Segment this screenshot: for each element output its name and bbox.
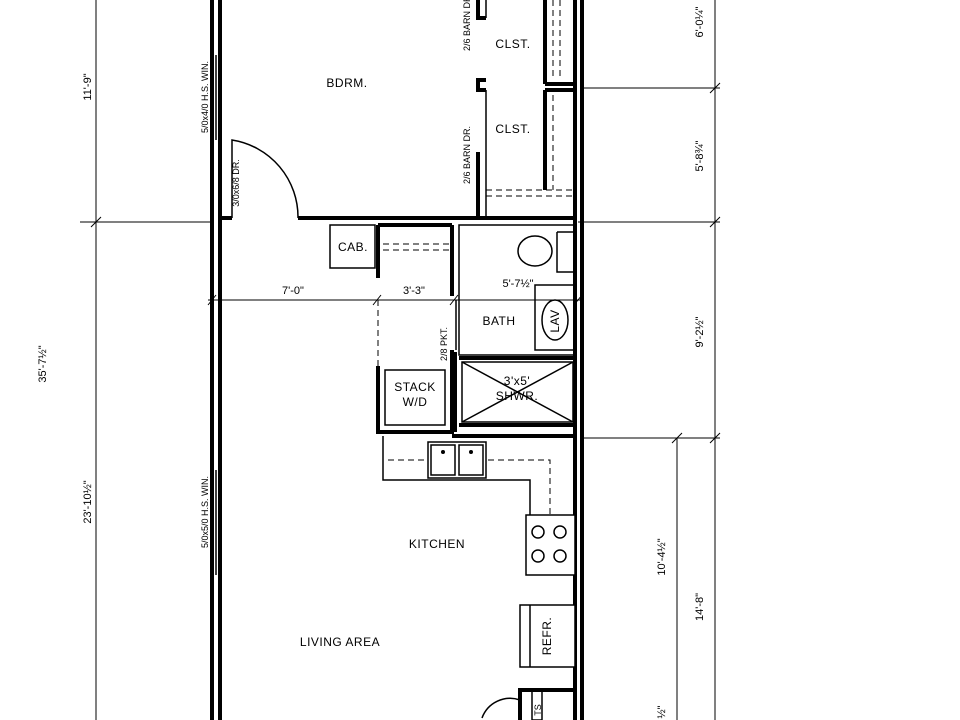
shower-size-label: 3'x5' bbox=[504, 374, 530, 388]
dim-right-3: 9'-2½" bbox=[694, 316, 706, 347]
living-area-label: LIVING AREA bbox=[300, 635, 380, 649]
stack-label: STACK bbox=[394, 380, 436, 394]
kitchen-counter bbox=[382, 436, 576, 668]
barn-door-2-callout: 2/6 BARN DR. bbox=[462, 126, 472, 184]
pocket-door-callout: 2/8 PKT. bbox=[439, 327, 449, 361]
closet-1-label: CLST. bbox=[495, 37, 530, 51]
dim-right-5: 14'-8" bbox=[694, 593, 706, 621]
dim-left-bottom: 23'-10½" bbox=[82, 480, 94, 523]
kitchen-label: KITCHEN bbox=[409, 537, 465, 551]
bedroom-window-callout: 5/0x4/0 H.S. WIN. bbox=[200, 61, 210, 133]
bath-label: BATH bbox=[482, 314, 515, 328]
cabinet-label: CAB. bbox=[338, 240, 368, 254]
dim-interior-2: 3'-3" bbox=[403, 285, 425, 297]
bedroom-door bbox=[231, 139, 299, 219]
dim-left-top: 11'-9" bbox=[82, 73, 94, 100]
wd-label: W/D bbox=[403, 395, 428, 409]
shower-label: SHWR. bbox=[496, 389, 539, 403]
partial-label: TS bbox=[533, 704, 543, 716]
dim-interior-3: 5'-7½" bbox=[502, 278, 533, 290]
barn-door-1-callout: 2/6 BARN DR. bbox=[462, 0, 472, 51]
living-window-callout: 5/0x5/0 H.S. WIN. bbox=[200, 476, 210, 548]
bath-fixtures bbox=[455, 224, 576, 356]
stack-washer-dryer bbox=[377, 300, 446, 426]
dim-right-4: 10'-4½" bbox=[656, 538, 668, 575]
dim-right-6: ½" bbox=[656, 705, 668, 718]
toilet bbox=[517, 235, 553, 267]
refrigerator-label: REFR. bbox=[540, 617, 554, 656]
shower-unit bbox=[461, 361, 574, 423]
bedroom-label: BDRM. bbox=[326, 76, 367, 90]
dim-right-1: 6'-0¼" bbox=[694, 6, 706, 37]
cabinet bbox=[329, 224, 450, 269]
dim-interior-1: 7'-0" bbox=[282, 285, 304, 297]
closet-details bbox=[485, 0, 575, 218]
dim-right-2: 5'-8¾" bbox=[694, 140, 706, 171]
refrigerator bbox=[519, 604, 576, 668]
bedroom-door-callout: 3/0x6/8 DR. bbox=[231, 159, 241, 207]
range bbox=[525, 514, 576, 576]
dim-left-total: 35'-7½" bbox=[37, 345, 49, 382]
closet-2-label: CLST. bbox=[495, 122, 530, 136]
lav-label: LAV bbox=[548, 309, 562, 332]
interior-walls bbox=[220, 0, 575, 720]
dimension-lines bbox=[80, 0, 721, 720]
